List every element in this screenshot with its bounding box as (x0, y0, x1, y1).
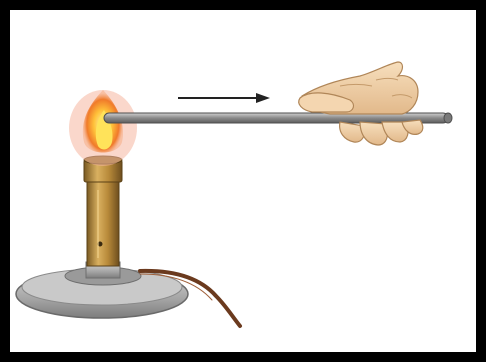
hand-icon (298, 61, 424, 146)
bunsen-burner-icon (83, 155, 123, 267)
burner-base (15, 261, 189, 319)
arrow-right-icon (178, 93, 270, 103)
gas-hose-icon (138, 268, 242, 328)
metal-rod-icon (103, 112, 453, 124)
flame-icon (69, 90, 137, 166)
